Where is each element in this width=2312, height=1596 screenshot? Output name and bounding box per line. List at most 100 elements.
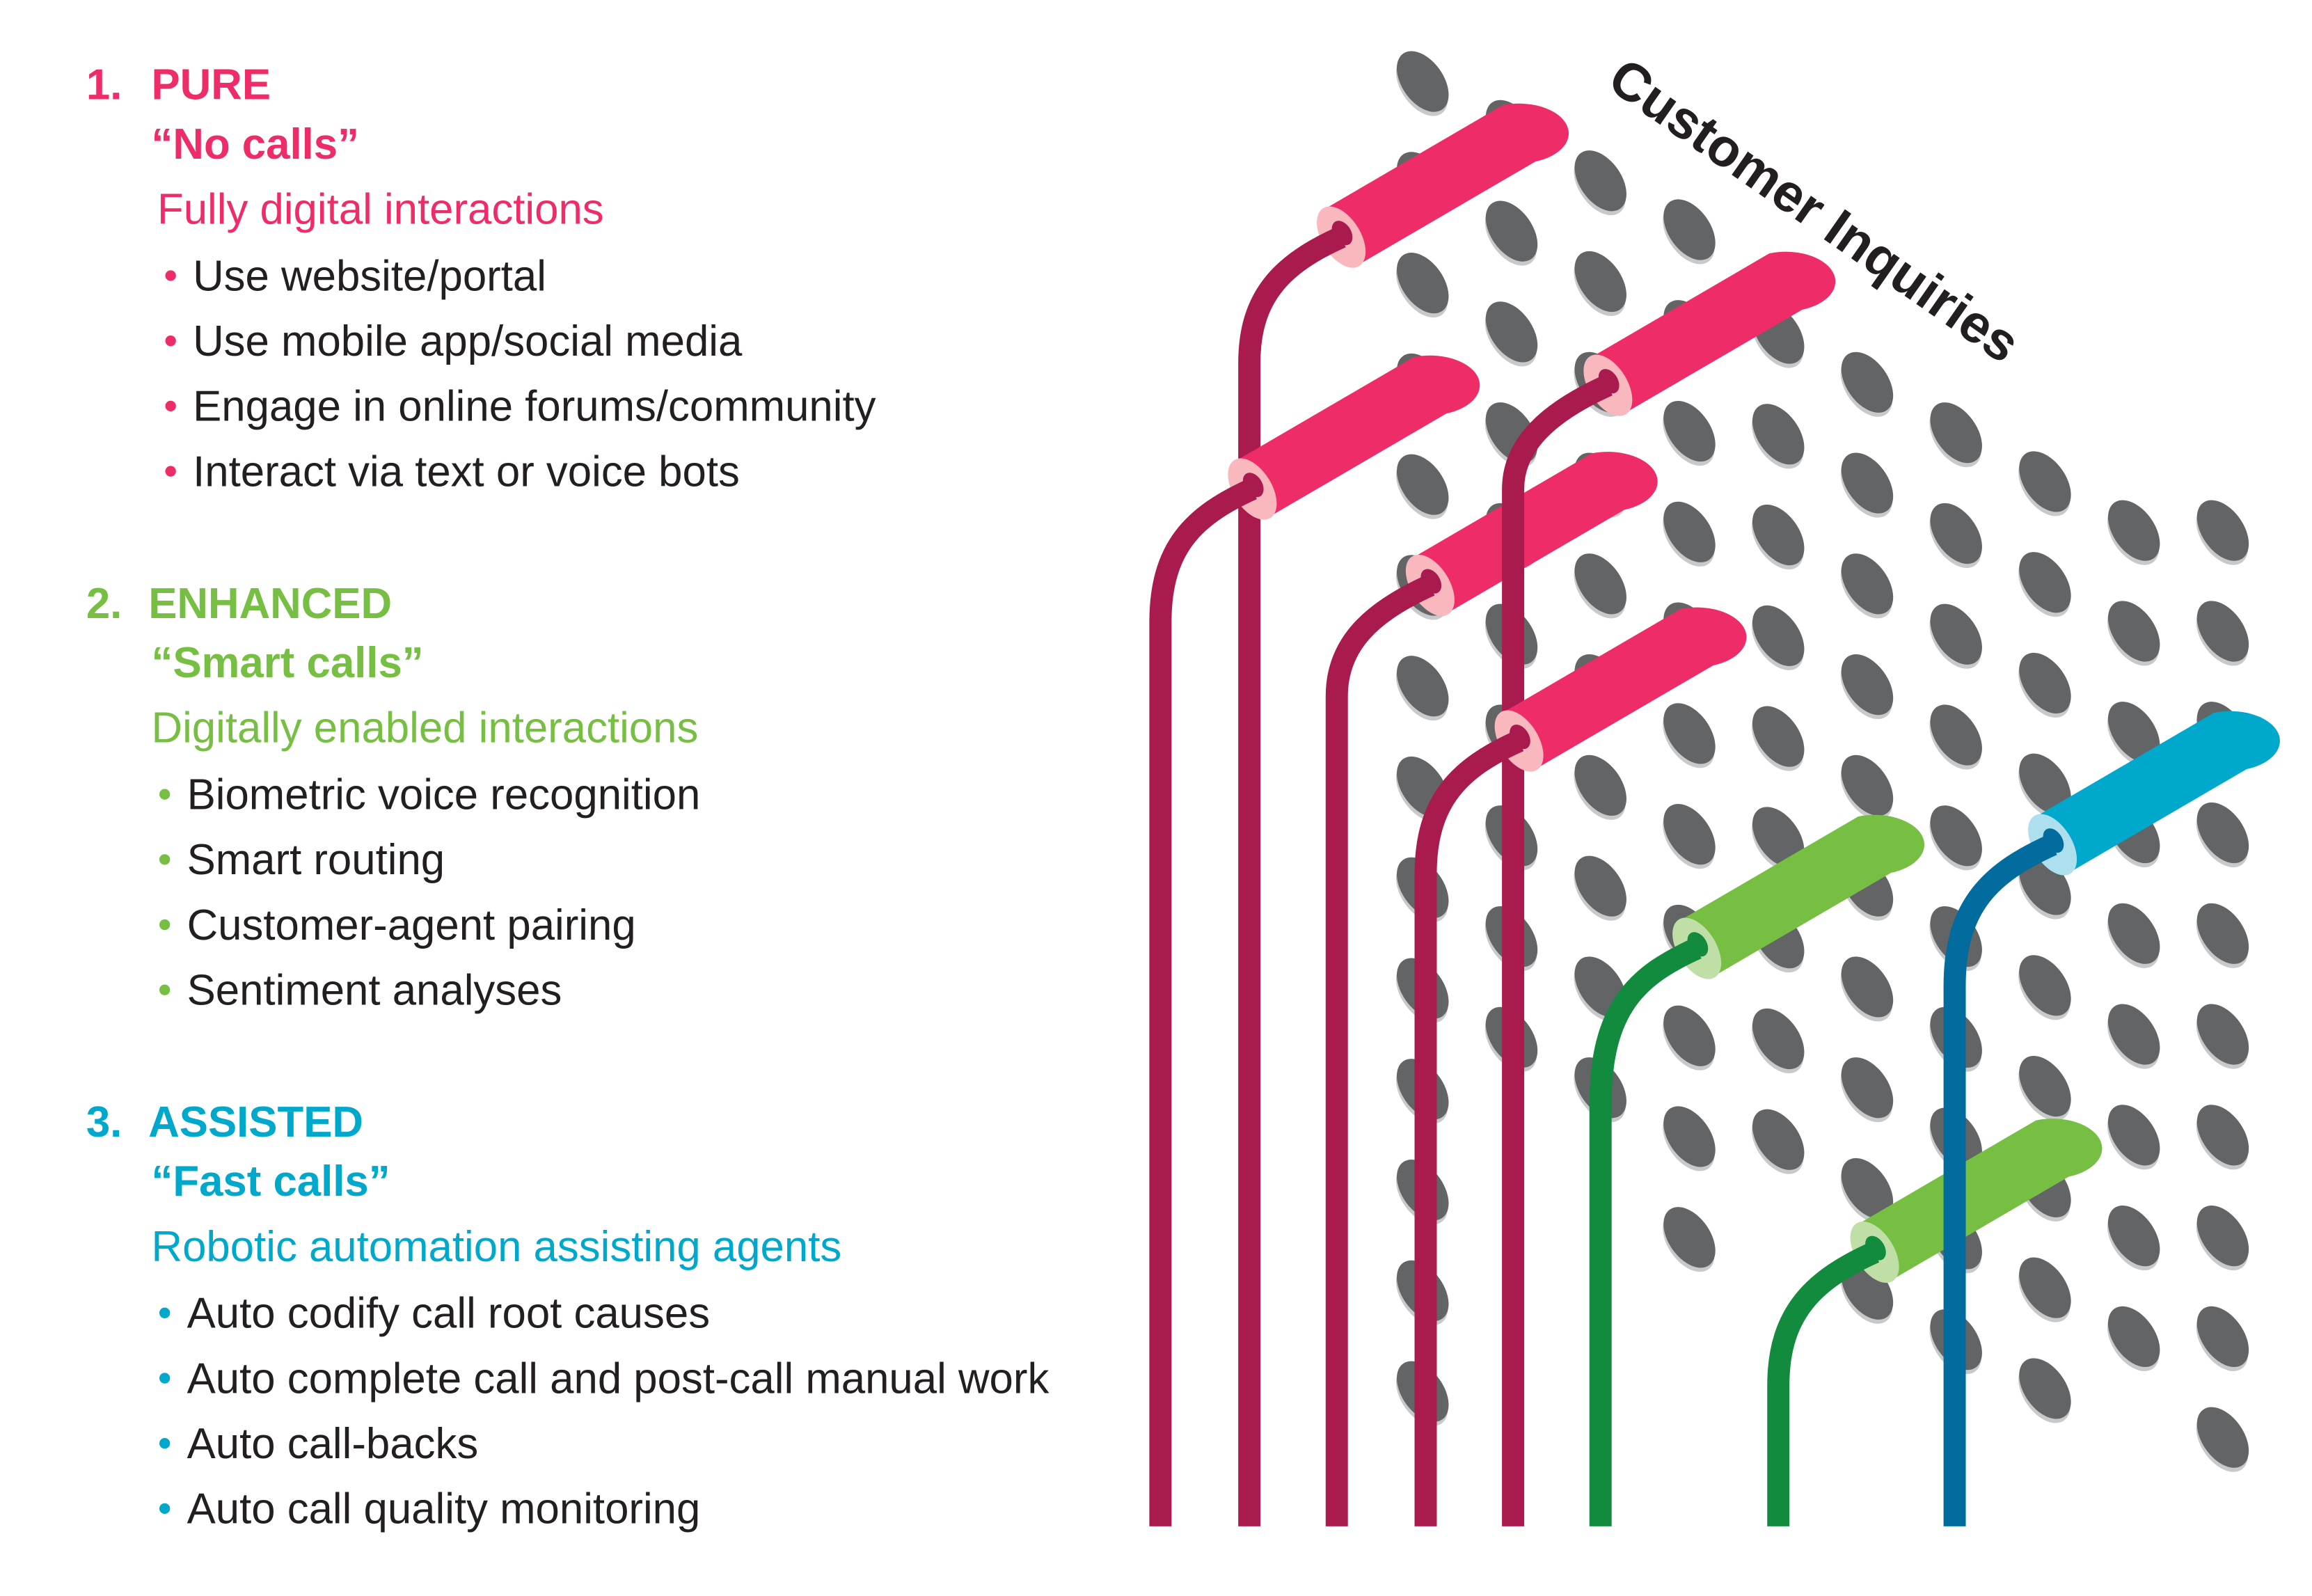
- peg: [1663, 199, 1716, 264]
- bullet-icon: [159, 854, 171, 865]
- cable-wire: [1414, 730, 1524, 1526]
- peg: [2196, 802, 2249, 868]
- peg: [1663, 501, 1716, 567]
- cable-wire: [1943, 835, 2057, 1526]
- section-number: 1.: [86, 61, 122, 109]
- peg: [1840, 1158, 1894, 1224]
- bullet-icon: [159, 789, 171, 800]
- section-title: ASSISTED: [148, 1098, 363, 1146]
- plug-body: [1858, 1119, 2103, 1281]
- peg: [1840, 553, 1894, 619]
- section-title: PURE: [151, 61, 271, 109]
- peg: [1840, 654, 1894, 720]
- peg: [1751, 706, 1805, 771]
- bullet-icon: [159, 1438, 171, 1449]
- list-item: Auto complete call and post-call manual …: [187, 1354, 1050, 1403]
- cable-pure: [1238, 103, 1569, 1526]
- cable-wire: [1767, 1242, 1880, 1526]
- peg: [2196, 601, 2249, 666]
- section-number: 2.: [86, 580, 122, 628]
- list-item: Auto call quality monitoring: [187, 1485, 701, 1533]
- cables: [1149, 103, 2280, 1526]
- peg: [2196, 1407, 2249, 1472]
- cable-enhanced: [1767, 1119, 2103, 1526]
- plug-body: [1503, 607, 1747, 769]
- peg: [2196, 903, 2249, 968]
- peg: [1840, 1057, 1894, 1123]
- section-quote: “Fast calls”: [151, 1158, 390, 1206]
- peg: [2018, 552, 2071, 617]
- peg: [1574, 553, 1626, 619]
- list-item: Customer-agent pairing: [187, 901, 636, 949]
- list-item: Engage in online forums/community: [193, 383, 876, 431]
- list-item: Sentiment analyses: [187, 967, 562, 1015]
- section-title: ENHANCED: [148, 580, 392, 628]
- cable-wire: [1325, 575, 1435, 1526]
- list-item: Auto codify call root causes: [187, 1290, 710, 1338]
- bullet-icon: [165, 335, 176, 347]
- section-quote: “Smart calls”: [151, 639, 423, 687]
- peg: [1574, 754, 1626, 820]
- wire-end: [1510, 725, 1530, 750]
- cable-wire: [1238, 227, 1346, 1526]
- legend-section-assisted: 3. ASSISTED “Fast calls” Robotic automat…: [86, 1098, 1050, 1533]
- plug-body: [1680, 814, 1925, 977]
- peg: [1929, 503, 1982, 568]
- section-subtitle: Fully digital interactions: [157, 185, 604, 233]
- wire-end: [1331, 221, 1353, 246]
- peg: [1395, 656, 1449, 721]
- plug-body: [1591, 251, 1836, 414]
- list-item: Biometric voice recognition: [187, 771, 701, 819]
- peg: [2107, 1306, 2160, 1371]
- bullet-icon: [159, 1373, 171, 1384]
- bullet-icon: [165, 466, 176, 477]
- peg: [2107, 1004, 2160, 1069]
- legend-section-enhanced: 2. ENHANCED “Smart calls” Digitally enab…: [86, 580, 700, 1015]
- wire-end: [1598, 369, 1620, 394]
- peg: [2107, 702, 2160, 767]
- peg: [2107, 601, 2160, 666]
- peg: [1663, 703, 1716, 768]
- peg: [1929, 704, 1982, 770]
- bullet-icon: [159, 1307, 171, 1319]
- peg: [2018, 1257, 2071, 1322]
- peg: [2018, 1358, 2071, 1423]
- peg: [1663, 1207, 1716, 1272]
- wire-end: [1420, 569, 1442, 594]
- peg: [2107, 500, 2160, 565]
- peg: [1929, 402, 1982, 468]
- peg: [1751, 1008, 1805, 1074]
- list-item: Interact via text or voice bots: [193, 448, 740, 496]
- cable-enhanced: [1589, 814, 1925, 1526]
- peg: [1484, 301, 1538, 367]
- wire-end: [1242, 473, 1264, 498]
- list-item: Use website/portal: [193, 252, 546, 300]
- bullet-icon: [159, 984, 171, 995]
- cable-wire: [1502, 374, 1613, 1526]
- peg: [2196, 1306, 2249, 1371]
- peg: [2107, 1105, 2160, 1170]
- peg: [1574, 251, 1626, 317]
- bullet-icon: [165, 400, 176, 412]
- cable-pure: [1325, 452, 1658, 1526]
- peg: [2196, 1105, 2249, 1170]
- peg: [1395, 51, 1449, 116]
- bullet-icon: [159, 1503, 171, 1515]
- peg: [2018, 955, 2071, 1020]
- plug-body: [1324, 103, 1569, 266]
- peg: [1840, 754, 1894, 820]
- plug-body: [1414, 452, 1658, 614]
- peg: [1395, 253, 1449, 318]
- peg: [2196, 1206, 2249, 1271]
- wire-end: [1865, 1235, 1886, 1261]
- peg: [1929, 805, 1982, 871]
- section-number: 3.: [86, 1098, 122, 1146]
- cable-pure: [1149, 355, 1480, 1526]
- peg: [1929, 603, 1982, 669]
- peg: [1751, 404, 1805, 469]
- wire-end: [1687, 932, 1709, 957]
- cable-wire: [1589, 938, 1702, 1526]
- peg: [1751, 605, 1805, 670]
- peg: [1840, 956, 1894, 1022]
